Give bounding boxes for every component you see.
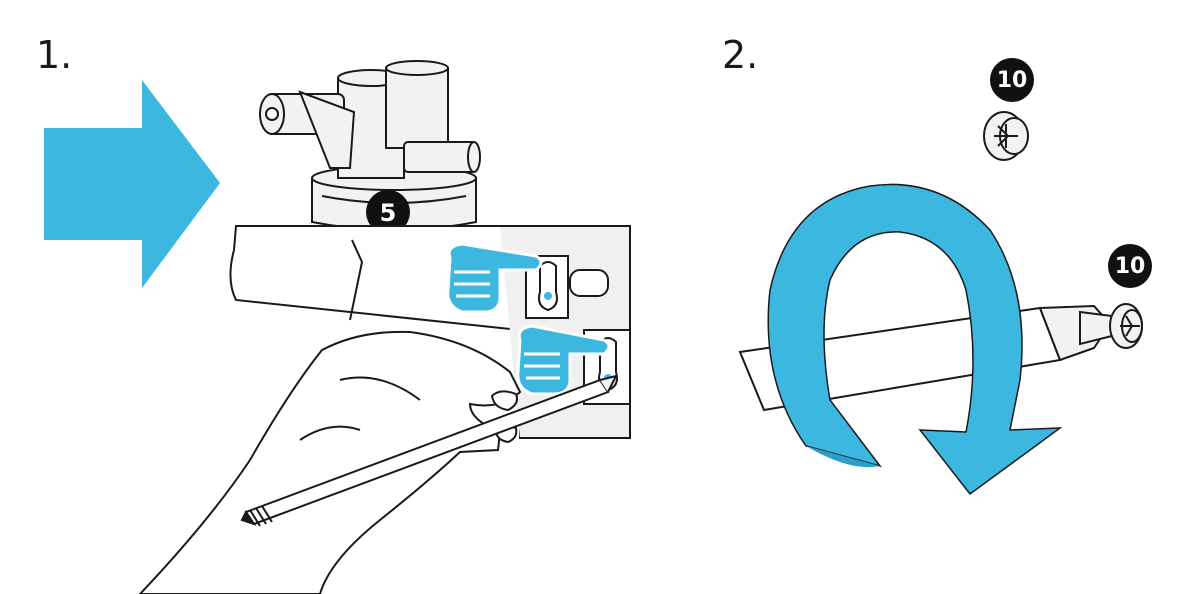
- step-1-label: 1.: [36, 33, 73, 77]
- hand-with-pencil: [138, 330, 522, 594]
- pencil-icon: [240, 374, 618, 527]
- keyhole-slot-upper: [538, 261, 558, 312]
- rotate-clockwise-icon: [767, 183, 1063, 496]
- part-badge-5-label: 5: [380, 199, 397, 227]
- filter-head: [259, 60, 481, 231]
- step-2-label: 2.: [722, 33, 759, 77]
- screw-icon: [1109, 303, 1143, 349]
- arrow-right-icon: [44, 80, 220, 288]
- part-badge-10-loose: 10: [990, 58, 1034, 102]
- pointing-hand-icon: [446, 242, 543, 314]
- part-badge-10-driver: 10: [1108, 244, 1152, 288]
- pointing-hand-icon: [516, 324, 611, 396]
- screw-icon: [983, 111, 1029, 161]
- part-badge-5: [366, 190, 410, 234]
- part-badge-10-driver-label: 10: [1114, 253, 1146, 279]
- part-badge-10-loose-label: 10: [996, 67, 1028, 93]
